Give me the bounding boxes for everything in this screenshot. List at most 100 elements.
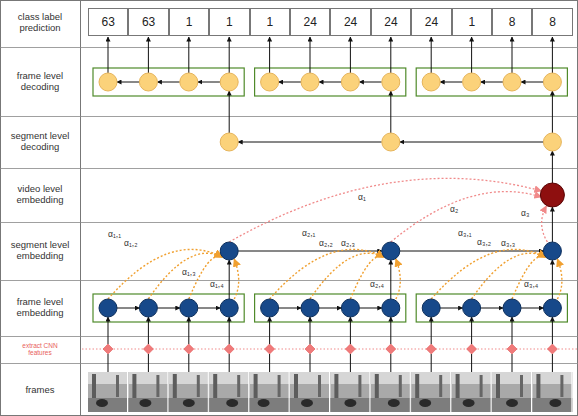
attention-weight: α₃,₃ (501, 238, 515, 248)
class-label-box: 1 (209, 8, 249, 36)
flow-arrow (390, 91, 391, 133)
row-divider (0, 116, 578, 117)
class-label: 24 (425, 15, 438, 29)
flow-arrow (269, 37, 270, 73)
group-box (416, 68, 567, 96)
encoder-state (341, 299, 359, 317)
video-frame (532, 372, 572, 412)
flow-arrow (390, 37, 391, 73)
encoder-state (463, 299, 481, 317)
video-frame (492, 372, 532, 412)
attention-weight: α₁,₁ (108, 229, 121, 239)
attention-arrow (270, 249, 384, 299)
flow-arrow (117, 308, 139, 309)
class-label: 24 (384, 15, 397, 29)
cnn-feature (305, 344, 315, 354)
flow-arrow (310, 317, 311, 344)
flow-arrow (229, 37, 230, 73)
encoder-state (220, 242, 238, 260)
attention-weight: α₂,₃ (341, 238, 355, 248)
feature-link (108, 354, 109, 372)
row-label: segment level decoding (4, 131, 76, 153)
attention-arrow (472, 253, 546, 299)
flow-arrow (157, 308, 179, 309)
row-divider (0, 47, 578, 48)
feature-link (269, 354, 270, 372)
encoder-state (422, 299, 440, 317)
flow-arrow (157, 82, 179, 83)
row-divider (0, 222, 578, 223)
flow-arrow (229, 260, 230, 299)
flow-arrow (521, 308, 543, 309)
video-embedding (540, 183, 564, 207)
group-box (416, 294, 567, 322)
class-label: 8 (509, 15, 516, 29)
feature-link (229, 354, 230, 372)
encoder-state (261, 299, 279, 317)
class-label: 24 (344, 15, 357, 29)
flow-arrow (108, 37, 109, 73)
class-label-box: 24 (290, 8, 330, 36)
class-label-box: 63 (128, 8, 168, 36)
decoder-state (220, 133, 238, 151)
feature-link (390, 354, 391, 372)
flow-arrow (238, 142, 382, 143)
class-label-box: 8 (492, 8, 532, 36)
feature-link (552, 354, 553, 372)
attention-weight: α₂ (450, 204, 458, 214)
attention-arrow (189, 256, 222, 299)
attention-arrow (234, 259, 239, 299)
flow-arrow (552, 37, 553, 73)
cnn-feature (184, 344, 194, 354)
feature-link (431, 354, 432, 372)
video-frame (330, 372, 370, 412)
flow-arrow (431, 317, 432, 344)
row-label: frames (4, 385, 76, 396)
flow-arrow (117, 82, 139, 83)
cnn-feature (143, 344, 153, 354)
flow-arrow (512, 317, 513, 344)
class-label: 63 (102, 15, 115, 29)
decoder-state (301, 73, 319, 91)
feature-link (188, 354, 189, 372)
flow-arrow (198, 308, 220, 309)
decoder-state (503, 73, 521, 91)
flow-arrow (440, 82, 462, 83)
attention-weight: α₂,₁ (302, 228, 315, 238)
class-label-box: 1 (169, 8, 209, 36)
attention-arrow (108, 249, 222, 299)
attention-arrow (148, 253, 222, 299)
flow-arrow (400, 251, 544, 252)
attention-arrow (229, 178, 541, 242)
row-label: frame level decoding (4, 71, 76, 93)
flow-arrow (188, 317, 189, 344)
decoder-state (220, 73, 238, 91)
feature-link (350, 354, 351, 372)
attention-arrow (310, 253, 384, 299)
flow-arrow (471, 37, 472, 73)
attention-weight: α₂,₂ (319, 238, 333, 248)
flow-arrow (319, 308, 341, 309)
encoder-state (543, 242, 561, 260)
group-box (93, 68, 244, 96)
attention-weight: α₂,₄ (370, 279, 384, 289)
cnn-feature (103, 344, 113, 354)
cnn-feature (547, 344, 557, 354)
cnn-feature (265, 344, 275, 354)
flow-arrow (350, 317, 351, 344)
flow-arrow (390, 317, 391, 344)
row-label: frame level embedding (4, 297, 76, 319)
flow-arrow (359, 82, 381, 83)
cnn-feature (426, 344, 436, 354)
feature-link (512, 354, 513, 372)
row-label: class label prediction (4, 12, 76, 34)
encoder-state (382, 242, 400, 260)
class-label: 24 (304, 15, 317, 29)
feature-link (310, 354, 311, 372)
flow-arrow (148, 317, 149, 344)
flow-arrow (400, 142, 544, 143)
decoder-state (261, 73, 279, 91)
class-label-box: 24 (371, 8, 411, 36)
attention-arrow (542, 206, 548, 242)
